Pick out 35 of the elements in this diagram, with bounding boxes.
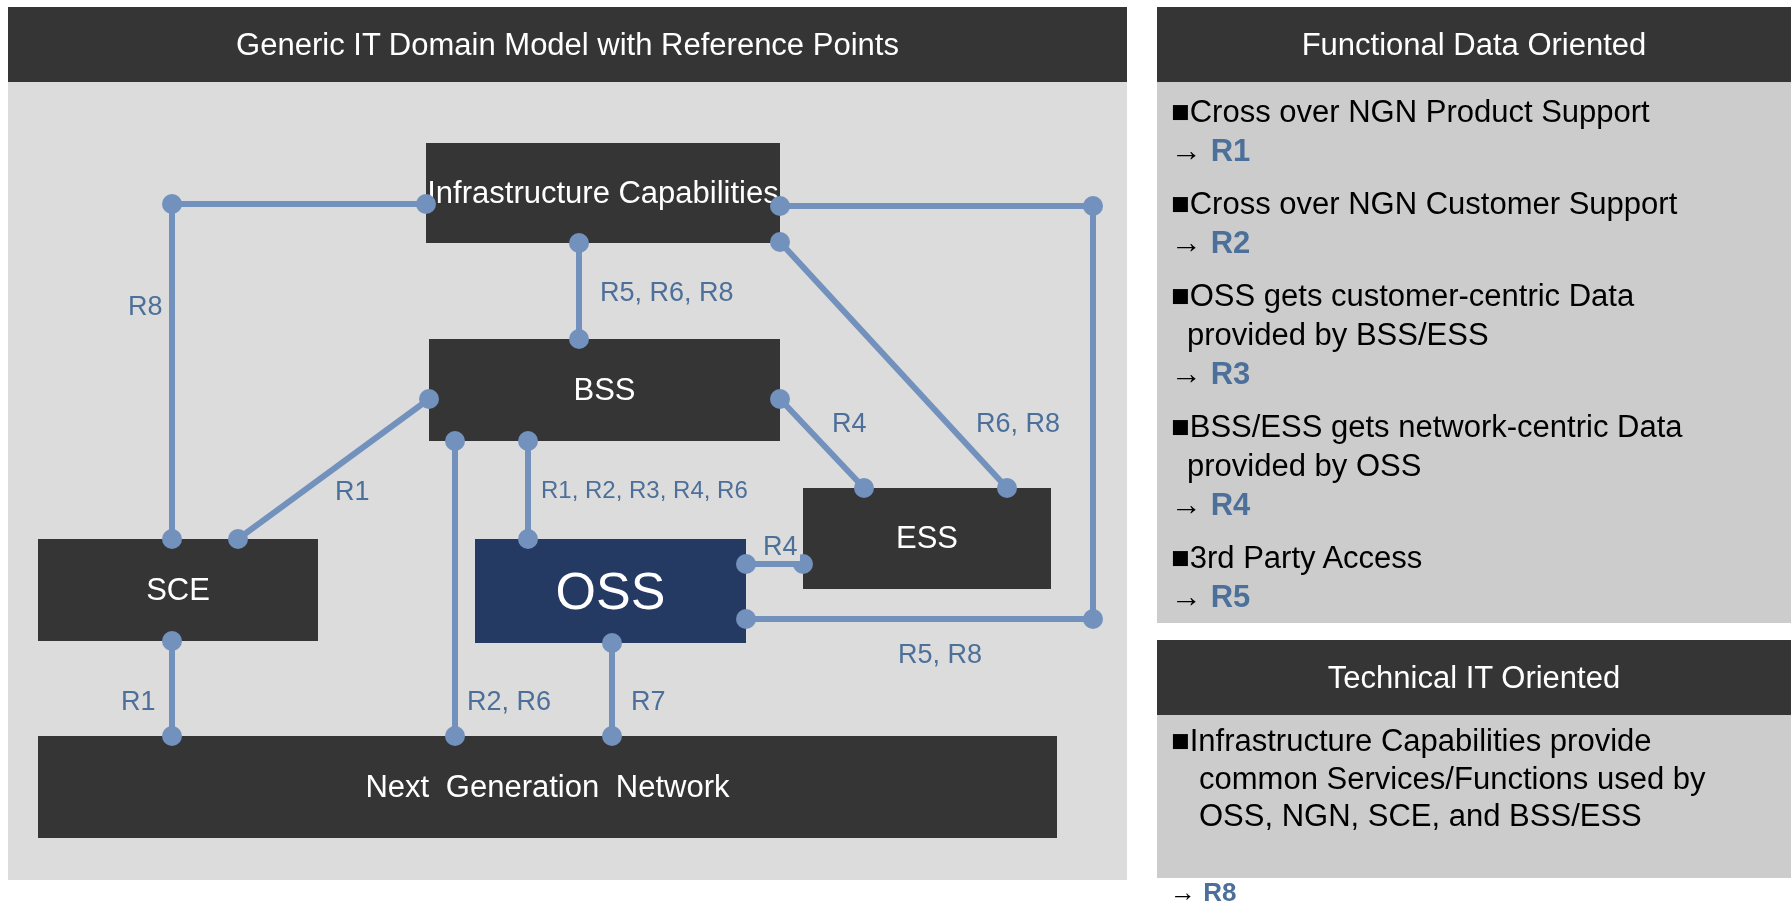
connector-line bbox=[162, 631, 182, 746]
connector-line bbox=[445, 431, 465, 746]
reference-note: → R5 bbox=[1171, 578, 1252, 616]
bullet-text: ■OSS gets customer-centric Data provided by BSS/ESS bbox=[1171, 277, 1636, 354]
bullet-text: ■3rd Party Access bbox=[1171, 539, 1424, 577]
connector-line bbox=[569, 233, 589, 349]
component-box: BSS bbox=[429, 339, 780, 441]
bullet-text: ■BSS/ESS gets network-centric Data provided by OSS bbox=[1171, 408, 1684, 485]
component-box: Next Generation Network bbox=[38, 736, 1057, 838]
connector-line bbox=[518, 431, 538, 549]
component-box: SCE bbox=[38, 539, 318, 641]
info-panel bbox=[1157, 7, 1791, 623]
panel-heading: Technical IT Oriented bbox=[1157, 640, 1791, 715]
connector-line bbox=[736, 554, 813, 574]
reference-note: → R8 bbox=[1170, 878, 1237, 906]
bullet-text: ■Cross over NGN Product Support bbox=[1171, 93, 1651, 131]
component-box: OSS bbox=[475, 539, 746, 643]
connector-line bbox=[736, 196, 1096, 629]
bullet-text: ■Cross over NGN Customer Support bbox=[1171, 185, 1679, 223]
panel-heading: Generic IT Domain Model with Reference Points bbox=[8, 7, 1127, 82]
diagram-panel bbox=[8, 7, 1127, 880]
reference-note: → R1 bbox=[1171, 132, 1252, 170]
connector-line bbox=[602, 633, 622, 746]
info-panel bbox=[1157, 640, 1791, 878]
connector-line bbox=[162, 194, 436, 549]
connector-line bbox=[770, 232, 1017, 498]
bullet-text: ■Infrastructure Capabilities provide common Services/Functions used by OSS, NGN, SCE, and BSS/ESS bbox=[1171, 722, 1707, 835]
reference-note: → R2 bbox=[1171, 224, 1252, 262]
connector-line bbox=[228, 389, 439, 549]
connector-line bbox=[770, 389, 874, 498]
reference-note: → R3 bbox=[1171, 355, 1252, 393]
reference-note: → R4 bbox=[1171, 486, 1252, 524]
component-box: ESS bbox=[803, 488, 1051, 589]
panel-heading: Functional Data Oriented bbox=[1157, 7, 1791, 82]
component-box: Infrastructure Capabilities bbox=[426, 143, 780, 243]
